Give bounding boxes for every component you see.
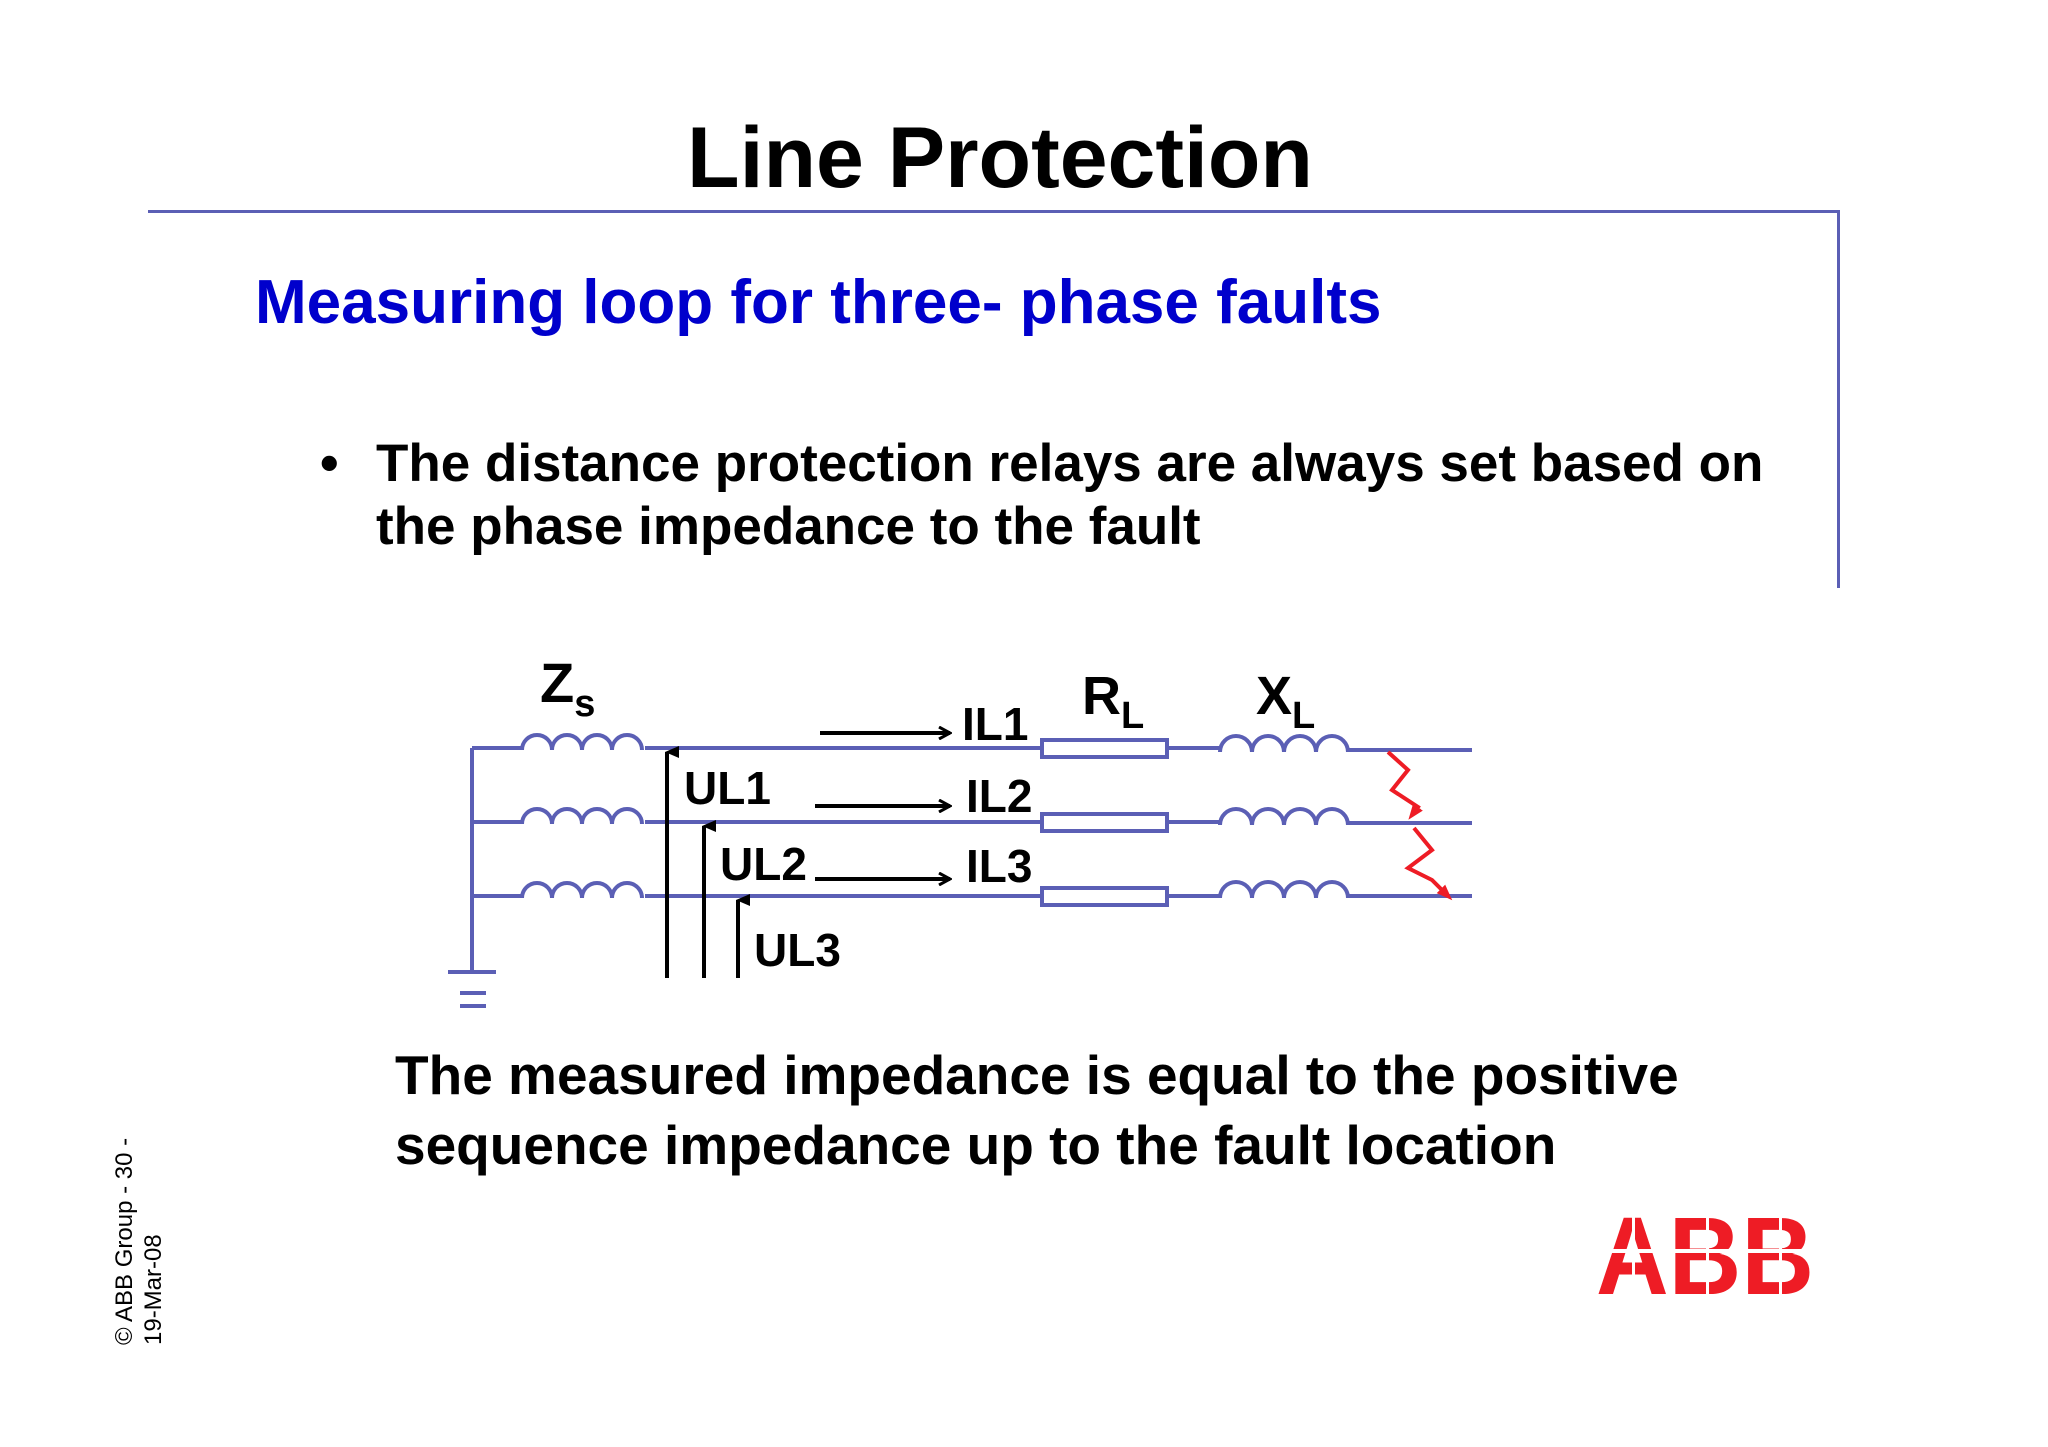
inductor-xl-3 — [1218, 880, 1350, 899]
bullet-list: • The distance protection relays are alw… — [310, 432, 1776, 558]
conclusion-text: The measured impedance is equal to the p… — [395, 1044, 1679, 1176]
slide-subtitle: Measuring loop for three- phase faults — [255, 268, 1382, 337]
phase-lines — [448, 746, 1472, 1008]
footer-copyright: © ABB Group - 30 - — [111, 1137, 138, 1345]
inductor-zs-1 — [520, 733, 644, 751]
fault-arrows — [1386, 750, 1453, 901]
zs-label: Zs — [540, 651, 595, 725]
resistor-rl-1 — [1040, 738, 1169, 759]
voltage-label-ul3: UL3 — [754, 924, 841, 976]
frame-right-border — [1837, 210, 1840, 588]
footer: © ABB Group - 30 - 19-Mar-08 — [110, 1138, 168, 1345]
xl-label: XL — [1256, 666, 1315, 737]
inductor-zs-2 — [520, 807, 644, 825]
inductor-xl-2 — [1218, 807, 1350, 826]
zs-sub: s — [574, 683, 595, 725]
voltage-arrows — [665, 746, 750, 978]
xl-sub: L — [1292, 695, 1315, 737]
rl-sub: L — [1121, 695, 1144, 737]
footer-date: 19-Mar-08 — [140, 1234, 167, 1345]
voltage-label-ul1: UL1 — [684, 762, 771, 814]
voltage-label-ul2: UL2 — [720, 838, 807, 890]
abb-logo: ABB — [1598, 1208, 1816, 1296]
inductor-xl-1 — [1218, 734, 1350, 753]
bullet-item: • The distance protection relays are alw… — [310, 432, 1776, 558]
inductor-zs-3 — [520, 881, 644, 899]
slide-title: Line Protection — [687, 110, 1313, 206]
bullet-text: The distance protection relays are alway… — [376, 434, 1764, 556]
current-arrows — [815, 733, 950, 879]
zs-main: Z — [540, 651, 574, 714]
resistor-rl-3 — [1040, 886, 1169, 907]
current-label-il1: IL1 — [962, 698, 1028, 750]
rl-label: RL — [1082, 666, 1144, 737]
resistor-rl-2 — [1040, 812, 1169, 833]
line-resistors — [1040, 738, 1169, 907]
fault-arrow-1 — [1386, 750, 1423, 820]
source-inductors — [520, 733, 644, 899]
current-label-il2: IL2 — [966, 770, 1032, 822]
rl-main: R — [1082, 666, 1121, 726]
xl-main: X — [1256, 666, 1292, 726]
title-underline — [148, 210, 1840, 213]
fault-arrow-2 — [1404, 826, 1453, 901]
bullet-dot: • — [320, 434, 339, 493]
line-inductors — [1218, 734, 1350, 899]
current-label-il3: IL3 — [966, 840, 1032, 892]
